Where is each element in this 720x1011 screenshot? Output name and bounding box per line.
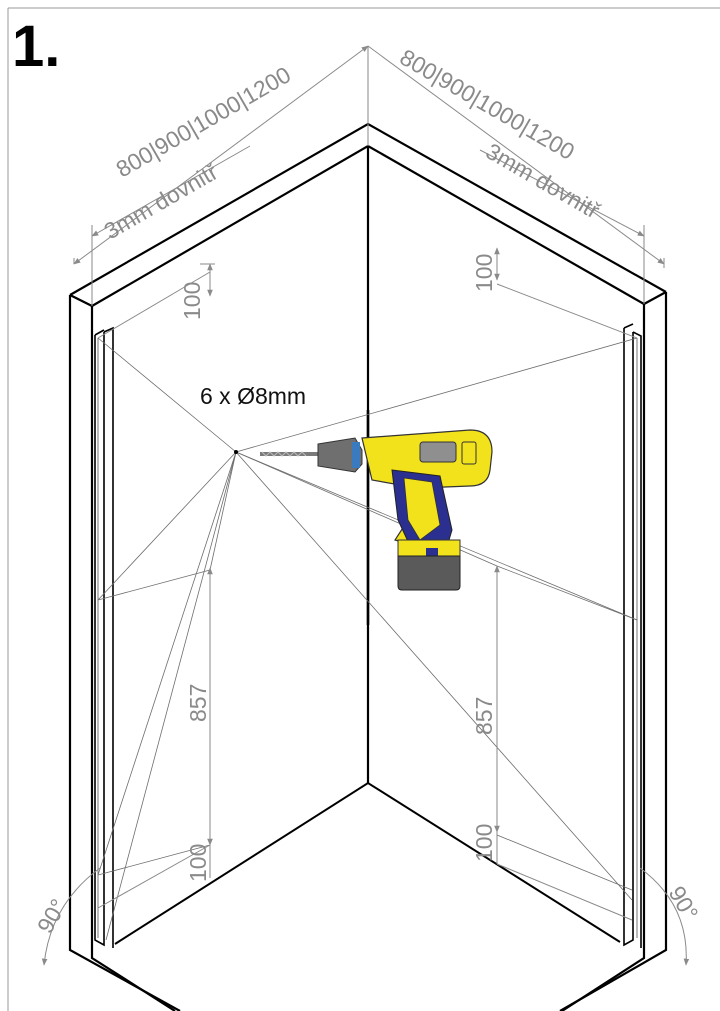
right-hole-spacing: 857 [471, 697, 497, 735]
left-angle: 90° [32, 894, 72, 937]
left-vertical-dimensions [97, 263, 215, 909]
construction-lines [97, 337, 638, 941]
drill-point [234, 450, 238, 454]
drill-icon [260, 429, 493, 591]
drill-note: 6 x Ø8mm [200, 383, 306, 409]
right-angle: 90° [664, 882, 704, 925]
step-number: 1. [12, 14, 60, 79]
left-top-offset: 100 [179, 282, 205, 320]
left-width-dimension [73, 45, 369, 306]
angle-markers [41, 867, 690, 966]
left-wall-profile [94, 326, 114, 948]
right-vertical-dimensions [494, 247, 638, 921]
right-wall-profile [623, 323, 642, 948]
left-hole-spacing: 857 [185, 684, 211, 722]
right-top-offset: 100 [471, 254, 497, 292]
right-width-dimension [367, 45, 665, 304]
left-bottom-offset: 100 [185, 844, 211, 882]
right-bottom-offset: 100 [471, 824, 497, 862]
page-frame [7, 7, 720, 1011]
right-width-options: 800|900|1000|1200 [396, 44, 580, 165]
